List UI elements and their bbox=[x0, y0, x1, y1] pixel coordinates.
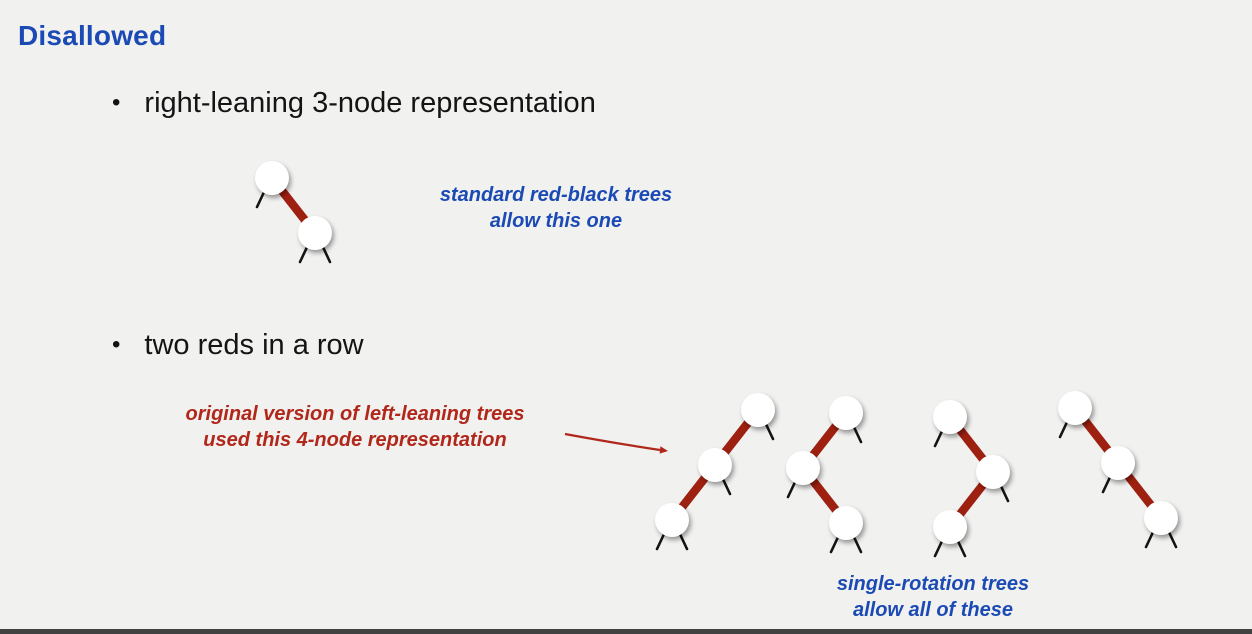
tree-node bbox=[976, 455, 1010, 489]
null-link-icon bbox=[655, 530, 667, 551]
null-link-icon bbox=[1058, 418, 1070, 439]
bullet-text: two reds in a row bbox=[144, 329, 364, 361]
null-link-icon bbox=[763, 420, 775, 441]
page-title: Disallowed bbox=[18, 20, 167, 51]
null-link-icon bbox=[720, 475, 732, 496]
note-line: used this 4-node representation bbox=[203, 429, 507, 451]
annotation-arrow bbox=[564, 432, 668, 454]
null-link-icon bbox=[320, 243, 332, 264]
arrow-line bbox=[564, 432, 661, 452]
bullet-item-two-reds: • two reds in a row bbox=[112, 326, 364, 364]
tree-diagram-two-reds-left-left bbox=[655, 393, 775, 551]
null-link-icon bbox=[851, 533, 863, 554]
null-link-icon bbox=[255, 188, 267, 209]
null-link-icon bbox=[1166, 528, 1178, 549]
note-line: allow this one bbox=[489, 210, 623, 232]
note-line: single-rotation trees bbox=[836, 573, 1030, 595]
note-line: allow all of these bbox=[852, 599, 1014, 621]
tree-node bbox=[933, 400, 967, 434]
tree-node bbox=[298, 216, 332, 250]
tree-node bbox=[741, 393, 775, 427]
null-link-icon bbox=[677, 530, 689, 551]
tree-node bbox=[1144, 501, 1178, 535]
note-line: original version of left-leaning trees bbox=[185, 403, 525, 425]
null-link-icon bbox=[786, 478, 798, 499]
null-link-icon bbox=[298, 243, 310, 264]
note-standard-red-black: standard red-black trees allow this one bbox=[406, 182, 706, 234]
tree-node bbox=[655, 503, 689, 537]
tree-node bbox=[1101, 446, 1135, 480]
tree-node bbox=[829, 506, 863, 540]
bullet-marker: • bbox=[112, 331, 121, 358]
note-original-version: original version of left-leaning trees u… bbox=[95, 401, 615, 453]
tree-diagram-two-reds-right-left bbox=[933, 400, 1010, 558]
tree-node bbox=[255, 161, 289, 195]
tree-node bbox=[786, 451, 820, 485]
arrow-head bbox=[659, 446, 668, 454]
note-single-rotation: single-rotation trees allow all of these bbox=[783, 571, 1083, 623]
bullet-text: right-leaning 3-node representation bbox=[144, 87, 596, 119]
tree-node bbox=[933, 510, 967, 544]
note-line: standard red-black trees bbox=[439, 184, 673, 206]
null-link-icon bbox=[1144, 528, 1156, 549]
null-link-icon bbox=[998, 482, 1010, 503]
tree-node bbox=[698, 448, 732, 482]
null-link-icon bbox=[955, 537, 967, 558]
tree-node bbox=[829, 396, 863, 430]
tree-node bbox=[1058, 391, 1092, 425]
tree-diagram-two-reds-right-right bbox=[1058, 391, 1178, 549]
null-link-icon bbox=[829, 533, 841, 554]
null-link-icon bbox=[851, 423, 863, 444]
tree-diagram-two-reds-left-right bbox=[786, 396, 863, 554]
bullet-item-right-leaning: • right-leaning 3-node representation bbox=[112, 84, 596, 122]
null-link-icon bbox=[933, 537, 945, 558]
tree-diagram-right-leaning-3-node bbox=[255, 161, 332, 264]
null-link-icon bbox=[933, 427, 945, 448]
bullet-marker: • bbox=[112, 89, 121, 116]
null-link-icon bbox=[1101, 473, 1113, 494]
slide-bottom-edge bbox=[0, 629, 1252, 634]
